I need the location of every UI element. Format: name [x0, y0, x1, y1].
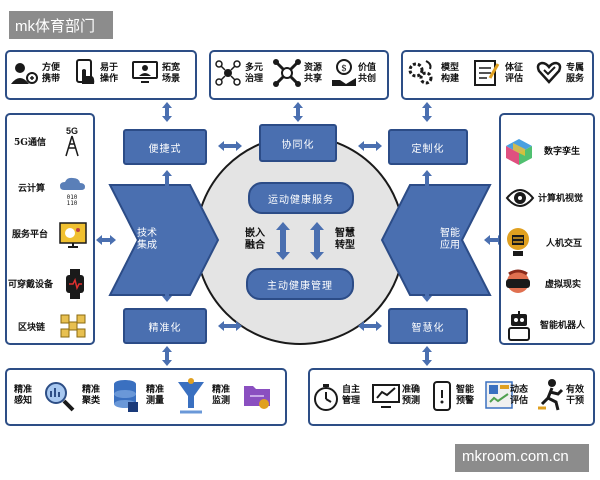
box-convenient: 便捷式	[123, 129, 207, 165]
computer-vision-icon	[505, 189, 535, 207]
magnifier-chart-icon	[45, 382, 75, 412]
top-mid-label-0: 多元治理	[245, 63, 264, 84]
right-arrow-label: 智能应用	[440, 228, 460, 251]
top-left-label-1: 易于操作	[100, 63, 119, 84]
puzzle-share-icon	[273, 59, 301, 87]
arrow-h-conv-collab	[218, 141, 242, 151]
right-tech-label-1: 计算机视觉	[538, 194, 584, 204]
right-chevron-arrow	[380, 184, 492, 296]
center-top-bubble: 运动健康服务	[248, 182, 354, 214]
top-mid-label-1: 资源共享	[304, 63, 323, 84]
phone-alert-icon	[433, 381, 451, 411]
arrow-chevron-precise	[162, 280, 172, 302]
bottom-right-label-4: 有效干预	[566, 385, 585, 406]
checklist-icon	[474, 60, 500, 86]
arrow-inner-right	[310, 222, 324, 260]
box-customized: 定制化	[388, 129, 468, 165]
center-left-label: 嵌入融合	[245, 228, 265, 251]
person-share-icon	[11, 63, 38, 84]
hand-coin-icon: $	[332, 59, 356, 86]
left-chevron-arrow	[108, 184, 220, 296]
left-arrow-label: 技术集成	[137, 228, 157, 251]
top-left-label-0: 方便携带	[42, 63, 61, 84]
watermark-bottom: mkroom.com.cn	[462, 448, 569, 465]
svg-text:$: $	[341, 64, 347, 74]
bottom-right-label-1: 准确预测	[402, 385, 421, 406]
top-mid-panel	[209, 50, 389, 100]
arrow-bottom-left	[162, 346, 172, 366]
left-tech-label-1: 云计算	[18, 184, 46, 194]
top-right-label-1: 体征评估	[505, 63, 524, 84]
bottom-right-label-0: 自主管理	[342, 385, 361, 406]
top-left-label-2: 拓宽场景	[162, 63, 181, 84]
arrow-top-mid	[293, 102, 303, 122]
5g-tower-icon: 5G	[65, 126, 79, 157]
digital-twin-icon	[506, 139, 532, 165]
arrow-h-left-panel	[96, 235, 116, 245]
box-intelligent: 智慧化	[388, 308, 468, 344]
center-circle	[195, 135, 405, 345]
dashboard-icon	[485, 381, 513, 409]
watermark-bottom-bg	[455, 444, 589, 472]
right-tech-label-0: 数字孪生	[544, 147, 581, 157]
bottom-right-label-2: 智能预警	[456, 385, 475, 406]
vr-headset-icon	[506, 269, 530, 293]
screen-user-icon	[132, 61, 158, 83]
left-tech-label-3: 可穿戴设备	[8, 280, 54, 290]
monitor-chart-icon	[372, 384, 400, 408]
watermark-top-bg	[9, 11, 113, 39]
right-tech-label-2: 人机交互	[546, 239, 583, 249]
bottom-left-label-1: 精准聚类	[82, 385, 101, 406]
arrow-chevron-intel	[422, 280, 432, 302]
svg-text:010: 010	[67, 194, 78, 201]
runner-intervention-icon	[538, 379, 564, 411]
cloud-data-icon: 010 110	[60, 177, 85, 206]
hand-touch-icon	[76, 59, 95, 84]
arrow-h-center-intel	[358, 321, 382, 331]
top-right-label-0: 模型构建	[441, 63, 460, 84]
right-tech-label-4: 智能机器人	[540, 321, 586, 331]
service-platform-icon	[59, 222, 87, 248]
arrow-inner-left	[276, 222, 290, 260]
top-mid-label-2: 价值共创	[358, 63, 377, 84]
arrow-top-left	[162, 102, 172, 122]
left-tech-label-2: 服务平台	[12, 230, 49, 240]
wearable-watch-icon	[66, 269, 84, 299]
box-collaborative: 协同化	[259, 124, 337, 162]
right-tech-label-3: 虚拟现实	[545, 280, 582, 290]
left-tech-label-4: 区块链	[18, 323, 46, 333]
top-right-label-2: 专属服务	[566, 63, 585, 84]
arrow-cust-chevron	[422, 170, 432, 192]
bottom-left-panel	[5, 368, 287, 426]
bottom-left-label-2: 精准测量	[146, 385, 165, 406]
bottom-right-label-3: 动态评估	[510, 385, 529, 406]
robot-icon	[508, 311, 530, 341]
people-network-icon	[215, 60, 241, 86]
left-tech-label-0: 5G通信	[14, 138, 46, 148]
bottom-left-label-0: 精准感知	[14, 385, 33, 406]
svg-text:5G: 5G	[66, 126, 78, 136]
arrow-bottom-right	[422, 346, 432, 366]
watermark-top: mk体育部门	[15, 18, 95, 35]
stopwatch-icon	[314, 384, 338, 411]
human-machine-icon	[507, 228, 529, 256]
arrow-h-collab-cust	[358, 141, 382, 151]
arrow-top-right	[422, 102, 432, 122]
database-icon	[114, 380, 138, 412]
bottom-left-label-3: 精准监测	[212, 385, 231, 406]
center-right-label: 智慧转型	[335, 228, 355, 251]
svg-text:110: 110	[67, 200, 78, 206]
bottom-right-panel	[308, 368, 595, 426]
blockchain-icon	[60, 314, 86, 338]
arrow-conv-chevron	[162, 170, 172, 192]
center-bottom-bubble: 主动健康管理	[246, 268, 354, 300]
hand-heart-icon	[536, 61, 562, 84]
top-right-panel	[401, 50, 594, 100]
arrow-h-precise-center	[218, 321, 242, 331]
box-precise: 精准化	[123, 308, 207, 344]
funnel-analytics-icon	[178, 378, 204, 414]
gears-user-icon	[408, 60, 433, 85]
folder-monitor-icon	[244, 386, 270, 409]
